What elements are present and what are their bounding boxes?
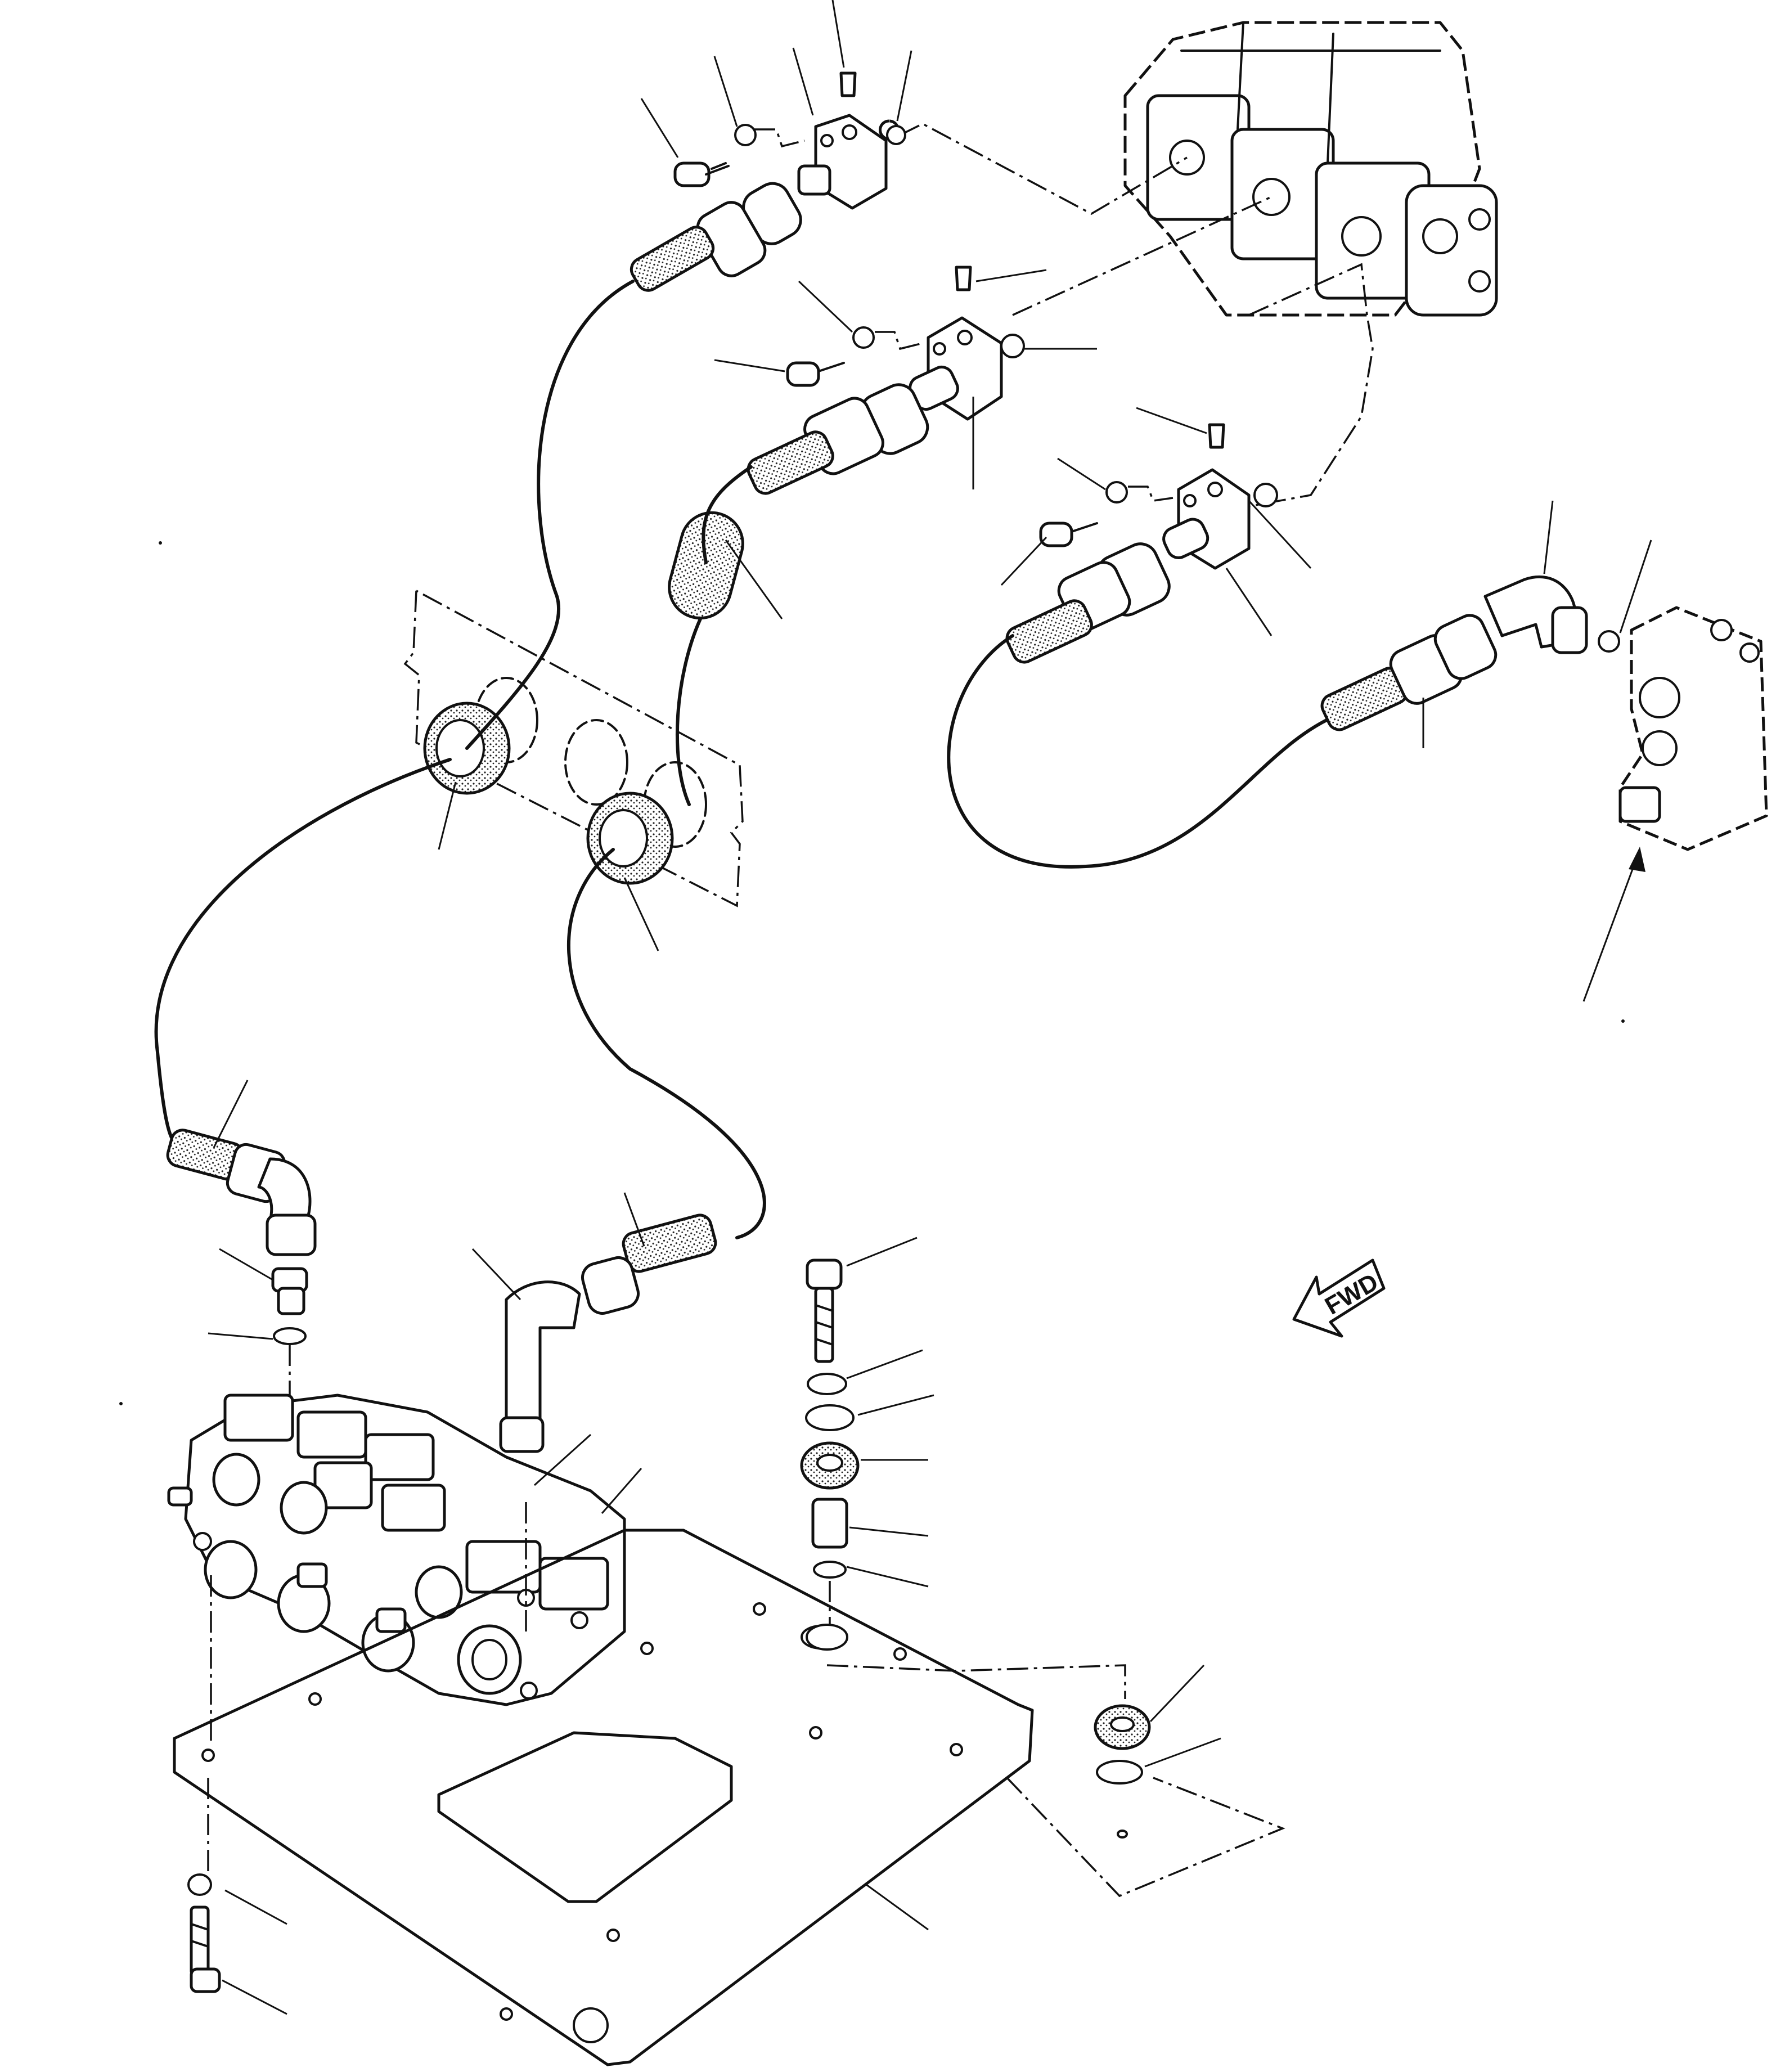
hoses: [154, 280, 1341, 1239]
isolator-mount-stack: [800, 1259, 860, 1651]
isolator-mount-right: [826, 1664, 1285, 1898]
valve-mount-guides: [210, 1345, 527, 1744]
bottom-bolt-assembly: [187, 1778, 221, 1993]
scan-specks: [119, 541, 1625, 1405]
valve-pointer-arrow: [1582, 847, 1645, 1002]
pump-port-guide-lines: [900, 123, 1374, 507]
control-valve-right: [1618, 606, 1768, 851]
pump-flange-2: [747, 266, 1025, 495]
pump-flange-1: [673, 71, 906, 210]
hydraulic-pump: [1123, 21, 1498, 317]
control-valve-block: [167, 1394, 626, 1706]
left-elbow-fitting: [166, 1129, 317, 1345]
callout-leader-lines: [208, 0, 1652, 2015]
hose-sleeve: [668, 511, 744, 620]
fwd-direction-arrow: FWD: [1292, 1259, 1386, 1338]
right-hose-elbow: [1320, 575, 1620, 731]
pump-flange-3: [1005, 423, 1278, 664]
hose-fitting-1: [630, 182, 802, 292]
grommet-2: [586, 792, 674, 885]
center-elbow-fitting: [499, 1213, 717, 1500]
